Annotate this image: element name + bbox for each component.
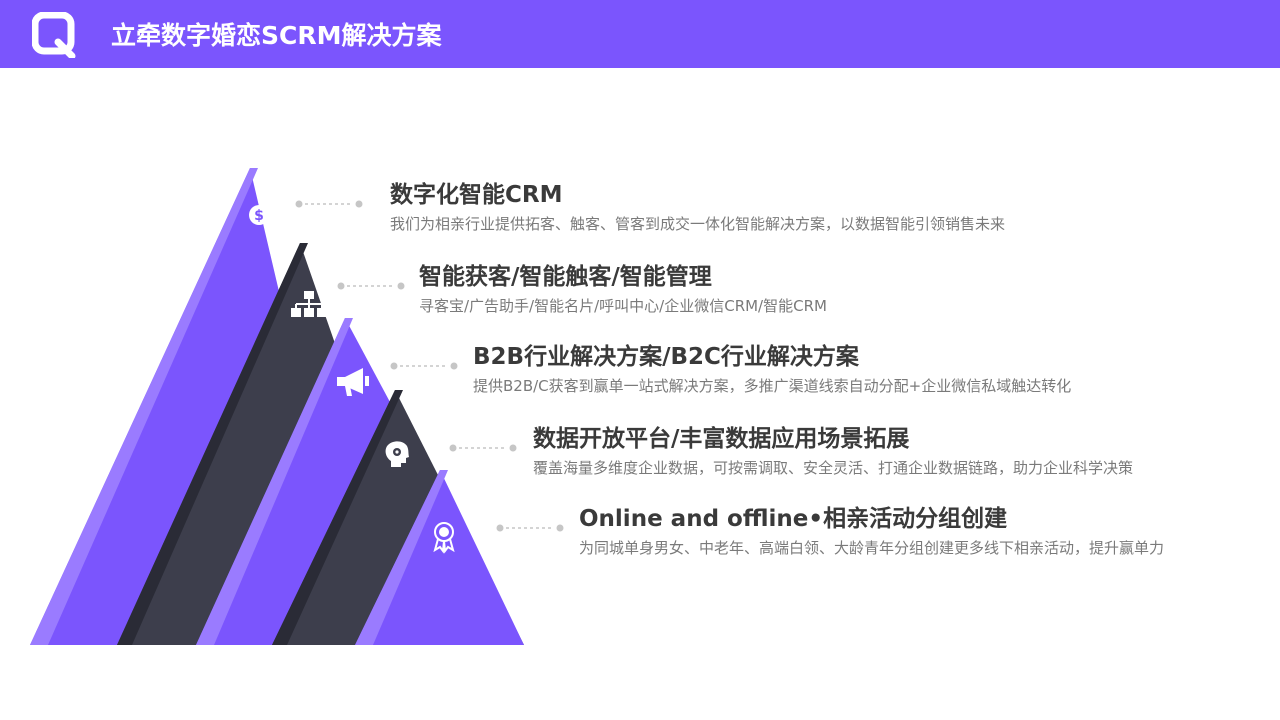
award-badge-icon [433,522,455,554]
megaphone-icon [337,368,369,396]
dollar-coin-icon: $ [249,205,269,225]
pyramid-layer-5 [355,470,524,645]
dotted-connector [390,362,458,370]
head-gear-icon [385,441,409,467]
hierarchy-icon [291,291,327,317]
item-heading: 数字化智能CRM [390,182,563,208]
item-description: 寻客宝/广告助手/智能名片/呼叫中心/企业微信CRM/智能CRM [419,297,827,315]
q-logo-icon [32,12,76,58]
page-title: 立牵数字婚恋SCRM解决方案 [111,21,442,50]
item-description: 我们为相亲行业提供拓客、触客、管客到成交一体化智能解决方案，以数据智能引领销售未… [390,215,1006,233]
item-description: 为同城单身男女、中老年、高端白领、大龄青年分组创建更多线下相亲活动，提升赢单力 [579,539,1165,557]
item-description: 覆盖海量多维度企业数据，可按需调取、安全灵活、打通企业数据链路，助力企业科学决策 [533,459,1134,477]
dotted-connector [295,200,363,208]
item-heading: 数据开放平台/丰富数据应用场景拓展 [533,426,910,452]
item-description: 提供B2B/C获客到赢单一站式解决方案，多推广渠道线索自动分配+企业微信私域触达… [473,377,1072,395]
dotted-connector [496,524,564,532]
svg-text:$: $ [254,208,264,224]
header-bar: 立牵数字婚恋SCRM解决方案 [0,0,1280,68]
dotted-connector [337,282,405,290]
item-heading: Online and offline•相亲活动分组创建 [579,506,1008,532]
item-heading: 智能获客/智能触客/智能管理 [419,264,712,290]
item-heading: B2B行业解决方案/B2C行业解决方案 [473,344,859,370]
dotted-connector [449,444,517,452]
